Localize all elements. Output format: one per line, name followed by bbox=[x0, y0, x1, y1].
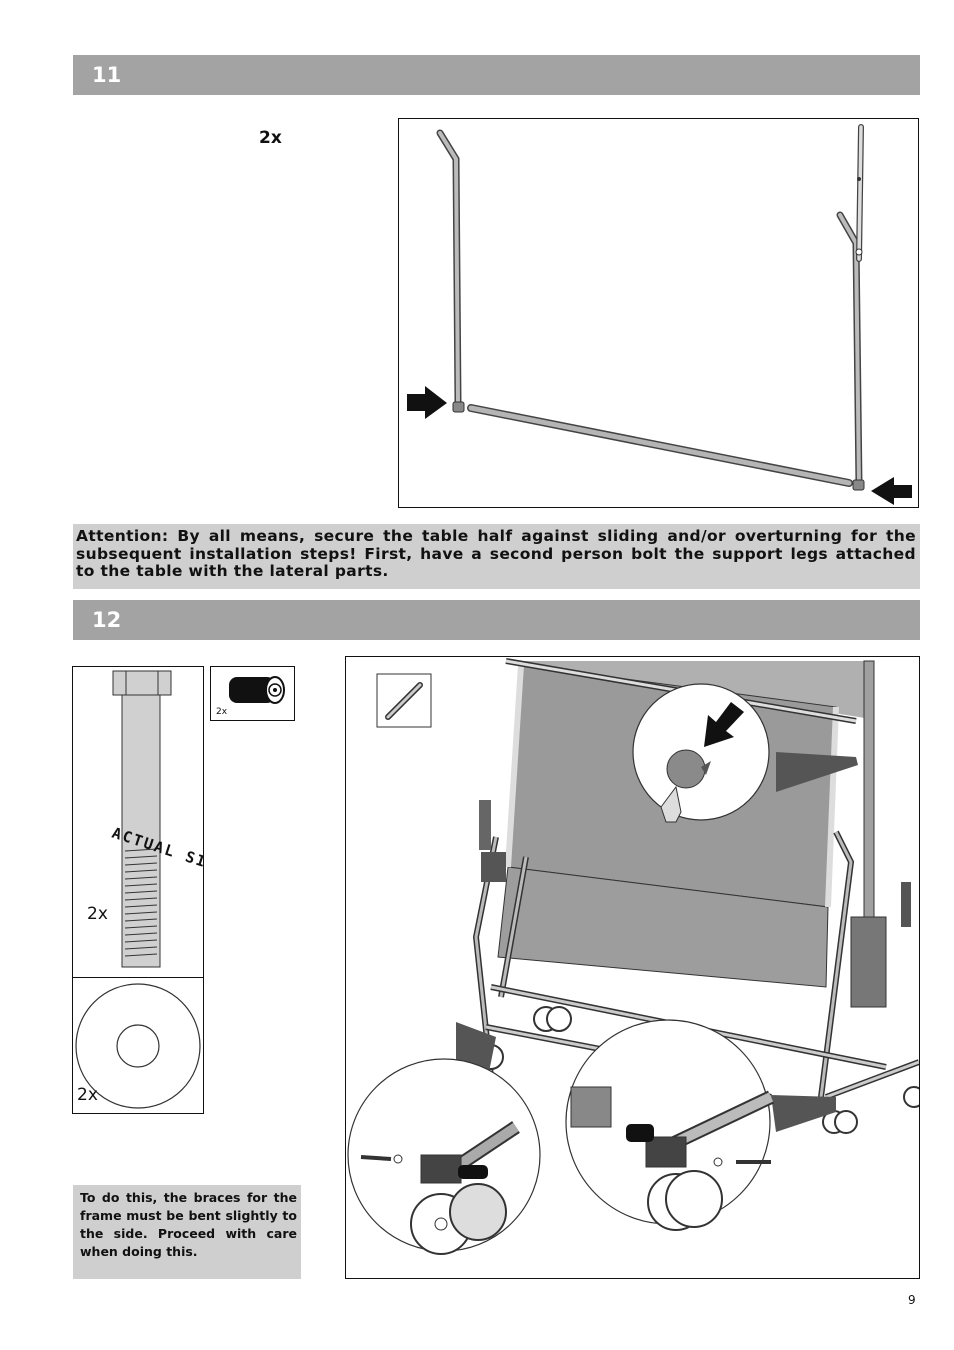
cap-box: 2x bbox=[210, 666, 295, 721]
step-12-number: 12 bbox=[92, 608, 122, 632]
step-11-number: 11 bbox=[92, 63, 122, 87]
brace-note: To do this, the braces for the frame mus… bbox=[73, 1185, 301, 1279]
arrow-down-icon bbox=[704, 702, 744, 747]
washer-box: 2x bbox=[72, 977, 204, 1114]
arrow-left-icon bbox=[871, 477, 912, 505]
cap-icon bbox=[229, 676, 285, 704]
washer-icon bbox=[75, 983, 201, 1109]
magnifier-top bbox=[632, 683, 770, 821]
step-12-illustration bbox=[345, 656, 920, 1279]
step-11-header: 11 bbox=[73, 55, 920, 95]
attention-warning: Attention: By all means, secure the tabl… bbox=[73, 524, 920, 589]
bolt-icon: ACTUAL SIZE bbox=[110, 670, 203, 968]
step-11-illustration bbox=[398, 118, 919, 508]
step-11-quantity: 2x bbox=[259, 128, 282, 148]
page-number: 9 bbox=[908, 1293, 916, 1307]
frame-legs-illustration bbox=[407, 124, 912, 505]
step-12-header: 12 bbox=[73, 600, 920, 640]
arrow-right-icon bbox=[407, 386, 447, 419]
bolt-quantity: 2x bbox=[87, 904, 108, 924]
bolt-actual-size-box: ACTUAL SIZE 2x bbox=[72, 666, 204, 978]
cap-quantity: 2x bbox=[216, 707, 228, 717]
washer-quantity: 2x bbox=[77, 1085, 98, 1105]
table-assembly-illustration bbox=[347, 658, 919, 1255]
